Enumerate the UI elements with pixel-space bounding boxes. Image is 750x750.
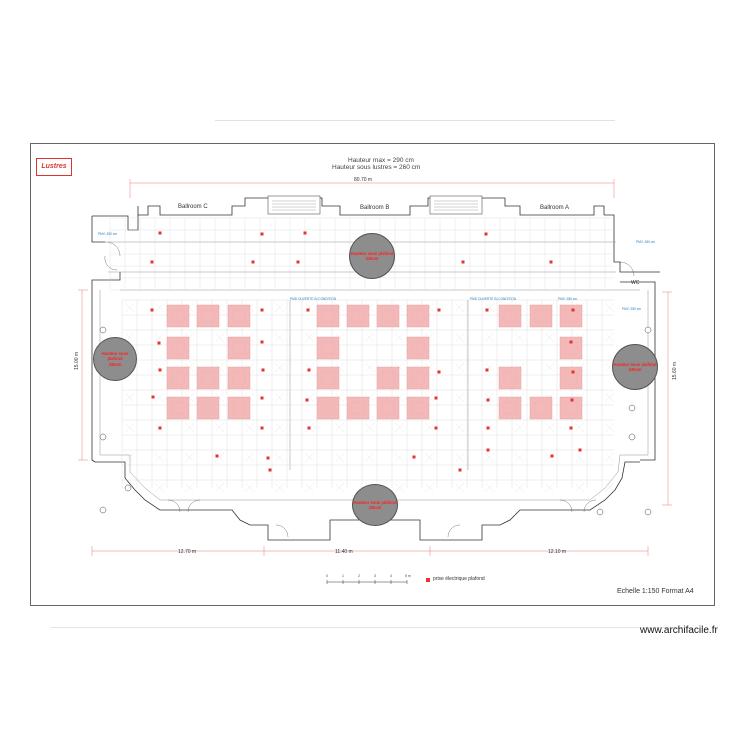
dimension-left: 15.00 m [74,351,80,370]
wc-label: WC [631,280,640,286]
plan-frame [30,143,715,606]
scale-bar [326,580,408,584]
dimension-bottom-right: 12.10 m [548,549,567,555]
scale-tick-5: 5 m [405,574,411,578]
note-mid-right: PMD OUVERTE IN CONDITION [470,297,517,301]
ballroom-a-label: Ballroom A [540,205,570,211]
scale-tick-1: 1 [342,574,344,578]
note-top-right: PMV: 280 cm [636,240,656,244]
scale-tick-3: 3 [374,574,376,578]
ceiling-outlets [150,231,582,472]
height-under-chandelier-label: Hauteur sous lustres = 260 cm [332,164,421,171]
note-mid-left: PMD OUVERTE IN CONDITION [290,297,337,301]
scale-tick-2: 2 [358,574,360,578]
scale-note: Echelle 1:150 Format A4 [617,588,694,595]
scale-tick-0: 0 [326,574,328,578]
note-right-small-2: PMV: 350 cm [622,307,642,311]
note-right-small: PMV: 280 cm [558,297,578,301]
faint-line-top [215,120,615,121]
dimension-bottom-left: 12.70 m [178,549,197,555]
lustres-badge: Lustres [36,158,72,176]
note-top-left: PMV: 350 cm [98,232,118,236]
dimension-top: 80.70 m [354,177,373,183]
outlet-legend-label: prise électrique plafond [433,576,485,582]
ballroom-c-label: Ballroom C [178,204,208,210]
outlet-legend-icon [426,578,430,582]
height-max-label: Hauteur max = 290 cm [348,157,414,164]
dimension-bottom-mid: 11.40 m [335,549,353,555]
faint-line-bottom [50,627,690,628]
scale-tick-4: 4 [390,574,392,578]
dimension-right: 15.60 m [672,361,678,380]
ballroom-b-label: Ballroom B [360,205,390,211]
watermark-link[interactable]: www.archifacile.fr [640,625,718,636]
